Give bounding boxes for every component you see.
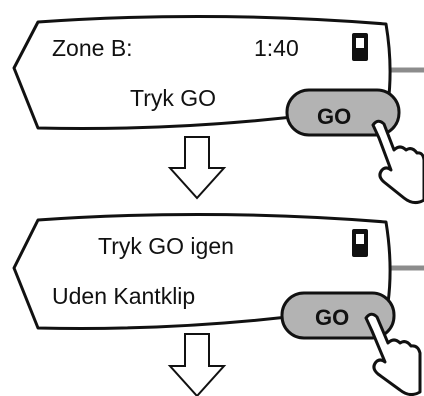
go-button-top[interactable]: GO [285, 88, 401, 137]
go-button-label: GO [317, 104, 351, 129]
down-arrow-icon [167, 136, 227, 200]
display-panel-top: Zone B: 1:40 Tryk GO GO [12, 14, 424, 205]
instruction-line-2: Uden Kantklip [52, 283, 195, 309]
go-button-label: GO [315, 305, 349, 330]
instruction-text: Tryk GO [130, 85, 216, 111]
battery-icon [352, 229, 368, 257]
instruction-line-1: Tryk GO igen [98, 233, 234, 259]
timer-text: 1:40 [254, 35, 299, 61]
battery-icon [352, 33, 368, 61]
pointing-hand-icon [371, 119, 424, 205]
zone-label: Zone B: [52, 35, 133, 61]
pointing-hand-icon [364, 312, 422, 396]
display-panel-bottom: Tryk GO igen Uden Kantklip GO [12, 212, 424, 396]
down-arrow-icon [167, 333, 227, 396]
go-button-bottom[interactable]: GO [280, 291, 396, 340]
